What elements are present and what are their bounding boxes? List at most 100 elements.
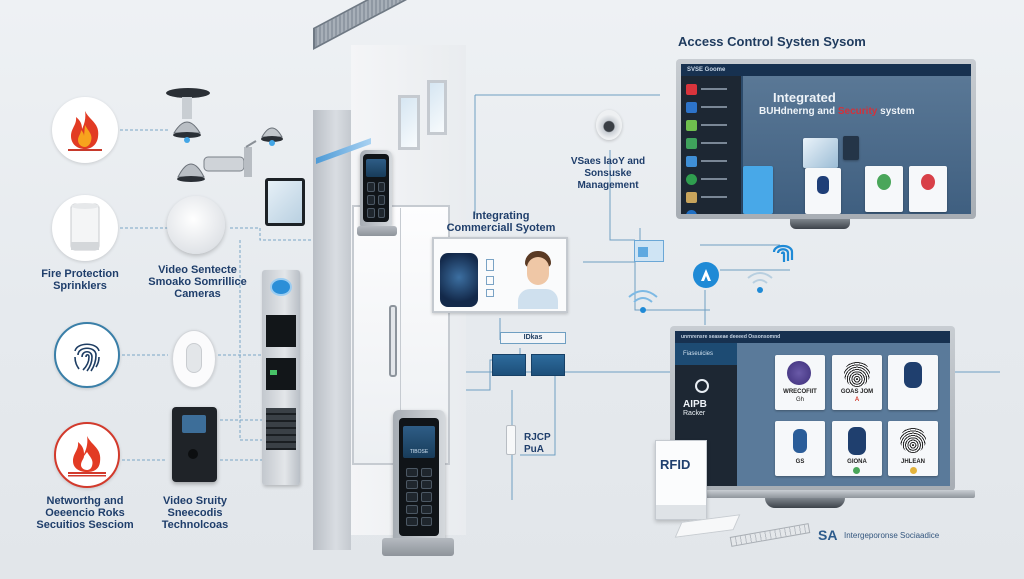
commercial-system-screen xyxy=(432,237,568,313)
sidebar-app-item[interactable] xyxy=(681,170,741,188)
face-recognition-avatar xyxy=(518,249,558,309)
fire-app-icon xyxy=(686,83,697,95)
connector-tablet-down xyxy=(239,240,262,441)
wall-keypad xyxy=(360,150,392,230)
card-reader-icon xyxy=(172,407,217,482)
sidebar-app-item[interactable] xyxy=(681,116,741,134)
chat-app-icon xyxy=(686,173,697,185)
rfid-card: RFID xyxy=(655,440,707,520)
fingerprint-icon xyxy=(54,322,120,388)
network-switch xyxy=(492,354,526,376)
dome-camera-icon xyxy=(596,110,622,140)
sidebar-header[interactable]: Fiaseuicies xyxy=(675,343,737,365)
controller-unit-icon xyxy=(634,240,664,262)
fingerprint-icon xyxy=(844,361,870,387)
device-card[interactable] xyxy=(865,166,903,212)
device-card[interactable] xyxy=(909,166,947,212)
intercom-panel xyxy=(262,270,300,485)
door-handle xyxy=(389,305,397,377)
commercial-title: Integrating Commerciall Syotem xyxy=(446,210,556,234)
building-pillar xyxy=(313,110,351,550)
fingerprint-hub-icon xyxy=(770,238,796,264)
sidebar-app-item[interactable] xyxy=(681,152,741,170)
bottom-monitor-stand xyxy=(765,498,845,508)
tablet-icon xyxy=(265,178,305,226)
fire-protection-label: Fire Protection Sprinklers xyxy=(41,268,119,292)
footer-text: Intergeporonse Sociaadice xyxy=(844,531,940,540)
camera-app-icon xyxy=(686,119,697,131)
door-split xyxy=(400,208,401,464)
connector-rfid2 xyxy=(520,362,556,456)
connector-mgmt xyxy=(609,150,635,241)
video-app-icon xyxy=(686,209,697,214)
video-cameras-label: Video Sentecte Smoako Somrillice Cameras xyxy=(148,264,247,300)
connector-hub-left xyxy=(583,261,710,311)
proximity-tag-icon xyxy=(172,330,216,388)
key-fob-icon xyxy=(904,362,922,388)
brand-line-1: AIPB xyxy=(683,399,707,410)
brand-line-2: Racker xyxy=(683,410,706,417)
sidebar-app-item[interactable] xyxy=(681,98,741,116)
status-dot xyxy=(910,467,917,474)
building-window xyxy=(398,95,420,150)
wifi-icon xyxy=(628,290,658,313)
camera-dome-icon xyxy=(167,196,225,254)
sidebar-app-item[interactable] xyxy=(681,80,741,98)
headline-line-2: BUHdnerng and Security system xyxy=(759,106,915,117)
biometric-card[interactable]: JHLEAN xyxy=(888,421,938,476)
rfid-label: RJCP PuA xyxy=(524,432,551,455)
fire-icon xyxy=(52,97,118,163)
standing-keypad: TIBOSE xyxy=(393,410,445,545)
brand-logo-icon xyxy=(695,379,709,393)
rfid-card-logo: RFID xyxy=(660,457,691,472)
ai-app-icon xyxy=(686,101,697,113)
wall-keypad-base xyxy=(357,226,397,236)
biometric-scanner-image xyxy=(440,253,478,307)
bottom-window-title: unrnrensre seaseae deeeed Ossonsomnd xyxy=(675,331,950,343)
biometric-card[interactable]: GOAS JOM A xyxy=(832,355,882,410)
fingerprint-icon xyxy=(900,427,926,453)
biometric-card[interactable]: WRECOFIIT Gh xyxy=(775,355,825,410)
headline-line-1: Integrated xyxy=(773,90,836,105)
rfid-sensor xyxy=(506,425,516,455)
top-monitor-screen: SVSE Goome Integrated BUHdnerng and Secu… xyxy=(681,64,971,214)
photo-card xyxy=(803,138,838,168)
sidebar-app-item[interactable] xyxy=(681,134,741,152)
fire-alarm-icon xyxy=(54,422,120,488)
access-app-icon xyxy=(686,155,697,167)
ui-glyph xyxy=(486,259,494,271)
wifi-icon xyxy=(747,272,773,293)
biometric-card[interactable]: GS xyxy=(775,421,825,476)
photo-card xyxy=(843,136,859,160)
top-window-title: SVSE Goome xyxy=(681,64,971,76)
user-access-icon xyxy=(693,262,719,288)
card-reader-icon xyxy=(793,429,807,453)
ui-glyph xyxy=(486,276,494,285)
sidebar-app-item[interactable] xyxy=(681,188,741,206)
top-monitor-stand xyxy=(790,219,850,229)
top-monitor-content: Integrated BUHdnerng and Security system xyxy=(743,76,971,214)
network-switch xyxy=(531,354,565,376)
sprinkler-cluster-icon xyxy=(166,88,283,182)
biometric-card[interactable]: GIONA xyxy=(832,421,882,476)
id-switch-label: IDkas xyxy=(500,332,566,344)
app-card[interactable] xyxy=(743,166,773,214)
status-dot xyxy=(853,467,860,474)
standing-keypad-base xyxy=(382,538,454,556)
bottom-monitor-screen: unrnrensre seaseae deeeed Ossonsomnd Fia… xyxy=(675,331,950,486)
top-monitor: SVSE Goome Integrated BUHdnerng and Secu… xyxy=(676,59,976,219)
bottom-monitor: unrnrensre seaseae deeeed Ossonsomnd Fia… xyxy=(670,326,955,491)
diagram-title: Access Control Systen Sysom xyxy=(678,34,866,49)
biometric-card[interactable] xyxy=(888,355,938,410)
footer-logo: SA xyxy=(818,527,838,543)
iris-icon xyxy=(787,361,811,385)
door-app-icon xyxy=(686,191,697,203)
sidebar-app-item[interactable] xyxy=(681,206,741,214)
bottom-monitor-base-bar xyxy=(655,490,975,498)
device-card[interactable] xyxy=(805,168,841,214)
dvr-app-icon xyxy=(686,137,697,149)
keypad-screen-text: TIBOSE xyxy=(409,449,429,455)
networking-label: Networthg and Oeeencio Roks Secuitios Se… xyxy=(36,495,134,531)
building-window xyxy=(427,80,447,135)
top-app-sidebar xyxy=(681,76,741,214)
